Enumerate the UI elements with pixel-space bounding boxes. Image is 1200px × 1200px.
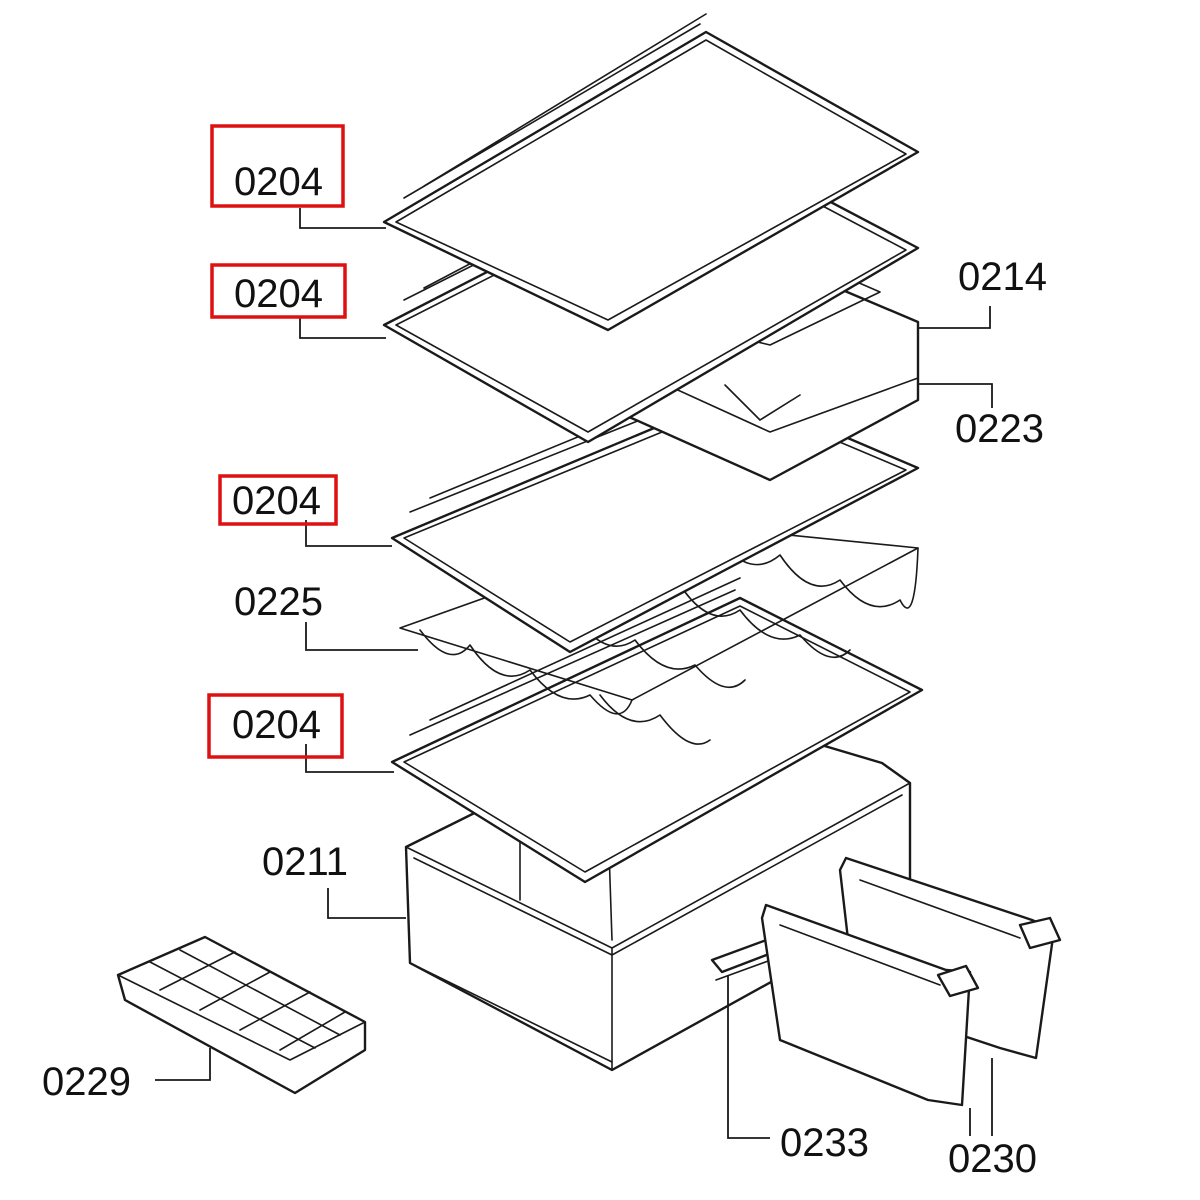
label-drawer-runner: 0233 xyxy=(780,1121,869,1165)
highlight-box-2 xyxy=(210,263,347,319)
leader-lines xyxy=(155,208,993,1139)
label-shelf-top: 0204 xyxy=(234,160,323,204)
part-labels: 0204 0204 0204 0204 0214 0223 0225 0211 … xyxy=(42,160,1047,1181)
highlight-box-3 xyxy=(218,474,338,526)
highlight-box-1 xyxy=(210,124,345,208)
label-bottle-rack: 0225 xyxy=(234,580,323,624)
label-drawer: 0211 xyxy=(262,840,348,884)
highlight-box-4 xyxy=(207,693,344,759)
ice-tray-part xyxy=(116,935,367,1095)
label-chiller-front: 0223 xyxy=(955,407,1044,451)
label-chiller-tray: 0214 xyxy=(958,255,1047,299)
highlight-boxes xyxy=(207,124,347,759)
door-bin-front-part xyxy=(760,903,980,1107)
shelf-bottom-part xyxy=(390,577,924,884)
shelf-top-part xyxy=(382,13,920,332)
label-shelf-second: 0204 xyxy=(234,272,323,316)
label-shelf-bottom: 0204 xyxy=(232,703,321,747)
label-door-bins: 0230 xyxy=(948,1137,1037,1181)
label-ice-tray: 0229 xyxy=(42,1060,131,1104)
label-shelf-third: 0204 xyxy=(232,479,321,523)
